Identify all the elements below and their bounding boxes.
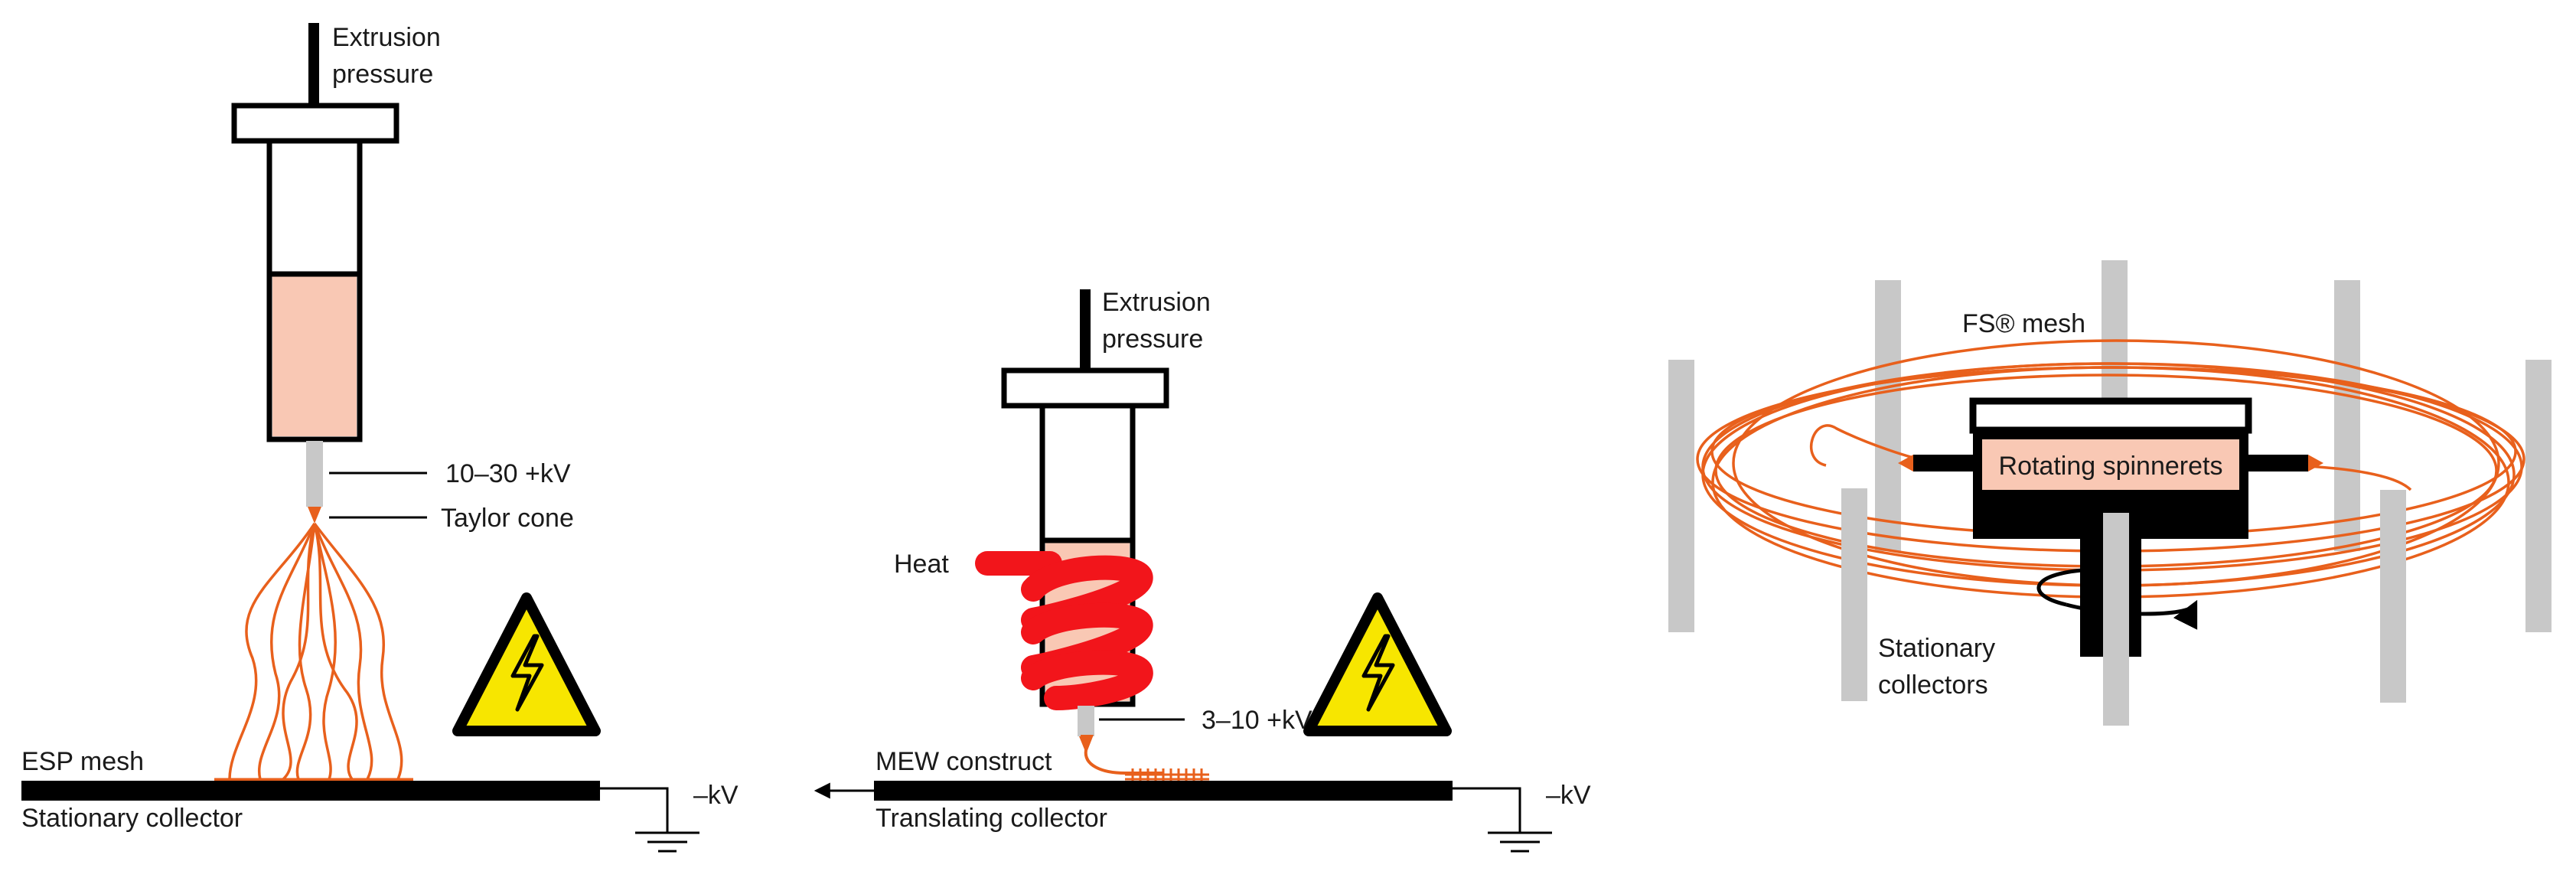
fs-collector-post [2380,490,2406,703]
fs-nozzle-left [1913,455,1973,471]
fs-mesh-label: FS® mesh [1962,309,2085,338]
fs-spinneret-top-plate [1969,397,2252,434]
fs-nozzle-tip-right [2308,455,2323,471]
rotation-arrow-icon [2036,567,2198,630]
high-voltage-warning-icon [452,592,601,736]
esp-fiber-jets [228,522,403,781]
mew-needle [1078,706,1094,736]
esp-extrusion-label: Extrusion [332,23,441,52]
esp-collector-label: Stationary collector [21,804,243,833]
esp-ground-symbol [600,787,699,853]
fs-spinneret-reservoir [1982,439,2239,490]
fs-collector-post [1668,360,1694,632]
esp-plunger-cap [231,103,399,144]
esp-voltage-label: 10–30 +kV [445,459,571,488]
mew-collector-label: Translating collector [876,804,1107,833]
mew-translating-collector [874,781,1453,801]
esp-mesh-label: ESP mesh [21,747,144,776]
esp-needle [306,441,323,507]
mew-heater-coil [975,551,1153,710]
fs-nozzle-right [2248,455,2308,471]
mew-pressure-label: pressure [1102,325,1203,354]
mew-fiber-jet [1081,735,1163,775]
esp-taylor-cone-label: Taylor cone [441,504,574,533]
mew-ground-symbol [1453,787,1552,853]
mew-taylor-cone [1079,736,1093,753]
mew-extrusion-label: Extrusion [1102,288,1211,317]
fs-nozzle-tip-left [1898,455,1913,471]
esp-taylor-cone [308,507,321,524]
mew-construct-deposit [1125,768,1209,781]
fs-collector-post [1841,488,1867,701]
mew-voltage-label: 3–10 +kV [1202,706,1312,735]
esp-stationary-collector [21,781,600,801]
high-voltage-warning-icon [1303,592,1452,736]
fs-collector-post [2334,280,2360,551]
fs-collector-post [2103,513,2129,726]
fs-collector-post [2525,360,2552,632]
esp-pressure-label: pressure [332,60,433,89]
fs-panel: FS® mesh Rotating spinnerets Stationary … [1668,260,2552,726]
fs-collectors-label: Stationary [1878,634,1995,663]
fs-spinneret-label: Rotating spinnerets [1999,452,2223,481]
fs-collector-post [1875,280,1901,551]
mew-ground-label: –kV [1546,781,1591,810]
mew-panel: Extrusion pressure Heat 3–10 +kV MEW con… [814,288,1591,853]
mew-heat-label: Heat [894,550,949,579]
mew-plunger-cap [1001,367,1169,409]
fs-collectors-label: collectors [1878,671,1988,700]
esp-panel: Extrusion pressure 10–30 +kV Taylor cone [21,23,739,853]
mew-construct-label: MEW construct [876,747,1052,776]
esp-ground-label: –kV [693,781,739,810]
esp-polymer-solution [272,274,357,436]
